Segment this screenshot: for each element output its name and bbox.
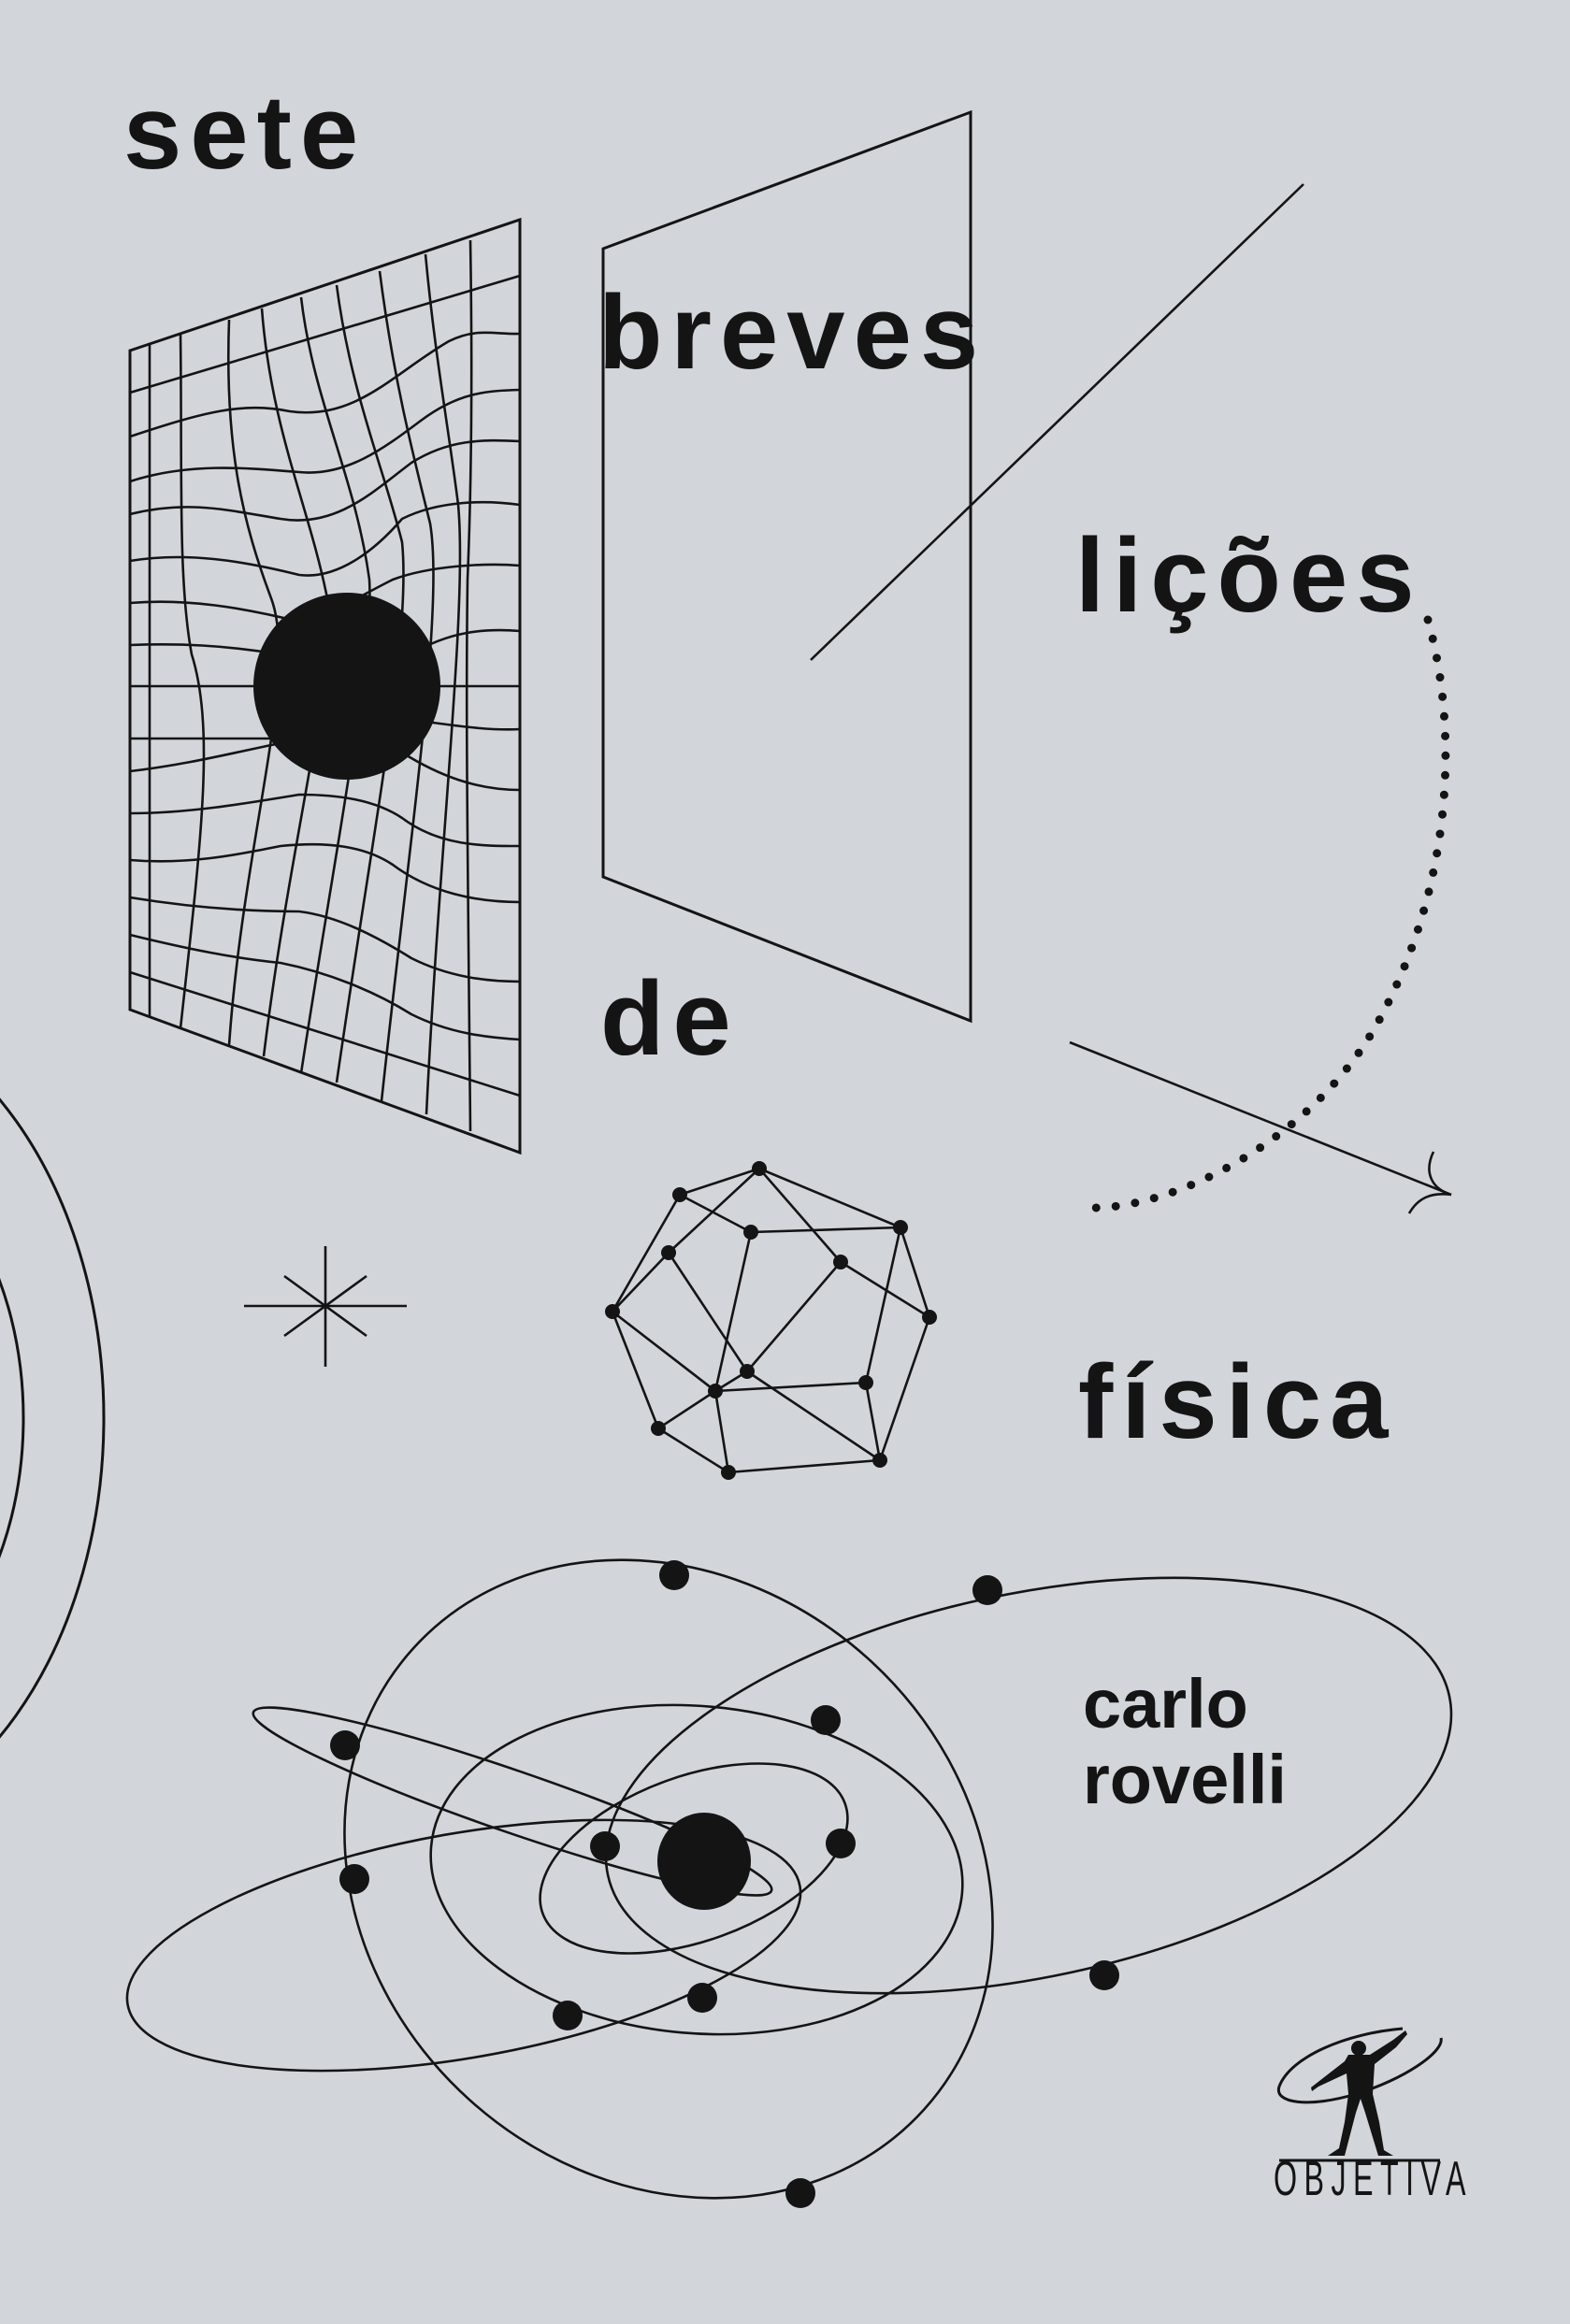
- title-word-breves: breves: [598, 274, 987, 391]
- publisher-name: OBJETIVA: [1274, 2152, 1473, 2206]
- title-word-sete: sete: [123, 74, 367, 191]
- panel-outline-icon: [601, 109, 972, 1024]
- spacetime-grid-icon: [128, 217, 522, 1155]
- arrow-icon: [1069, 1040, 1452, 1214]
- sun-icon: [657, 1813, 751, 1910]
- black-hole-icon: [253, 593, 440, 780]
- dotted-arc-icon: [1091, 615, 1450, 1212]
- objetiva-logo-icon: [1276, 2027, 1443, 2162]
- solar-system-icon: [125, 1558, 1453, 2208]
- diagonal-line-icon: [810, 183, 1304, 661]
- author-first-name: carlo: [1083, 1665, 1248, 1743]
- concentric-arcs-icon: [0, 1097, 106, 1739]
- star-icon: [244, 1246, 407, 1367]
- author-last-name: rovelli: [1083, 1741, 1287, 1818]
- title-word-fisica: física: [1078, 1343, 1397, 1460]
- dodecahedron-icon: [605, 1161, 937, 1480]
- title-word-licoes: lições: [1075, 517, 1423, 634]
- planet-dots-icon: [330, 1560, 1119, 2208]
- title-word-de: de: [600, 960, 740, 1077]
